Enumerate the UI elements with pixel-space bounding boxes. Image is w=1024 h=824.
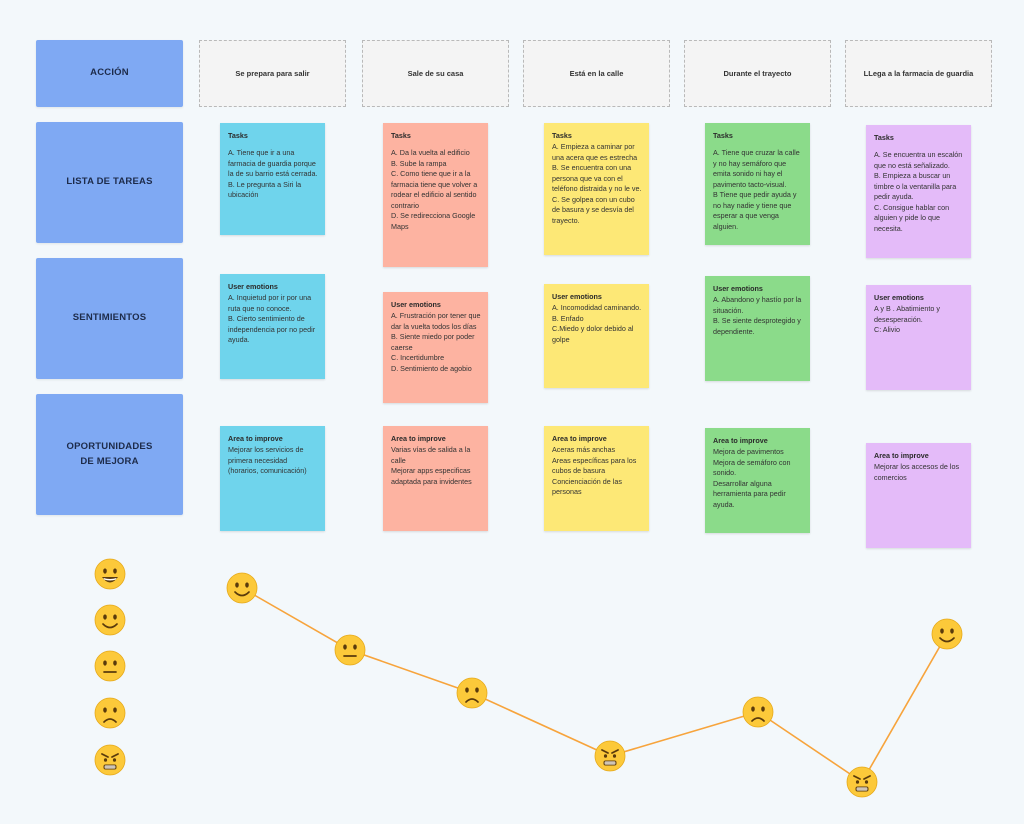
happy-face-icon xyxy=(94,604,126,636)
phase-header-3: Está en la calle xyxy=(523,40,670,107)
sticky-body: A. Frustración por tener que dar la vuel… xyxy=(391,311,481,373)
sticky-body: Aceras más anchas Areas específicas para… xyxy=(552,445,637,497)
sticky-tasks-4: Tasks A. Tiene que cruzar la calle y no … xyxy=(705,123,810,245)
sticky-body: Mejorar los servicios de primera necesid… xyxy=(228,445,307,476)
phase-header-1: Se prepara para salir xyxy=(199,40,346,107)
happy-face-icon xyxy=(931,618,963,650)
phase-header-4: Durante el trayecto xyxy=(684,40,831,107)
emotion-scale xyxy=(94,558,126,776)
sticky-body: A. Abandono y hastío por la situación. B… xyxy=(713,295,802,336)
sticky-body: A. Se encuentra un escalón que no está s… xyxy=(874,150,963,233)
sad-face-icon xyxy=(94,697,126,729)
sticky-body: Mejorar los accesos de los comercios xyxy=(874,462,960,482)
sticky-emotions-2: User emotions A. Frustración por tener q… xyxy=(383,292,488,403)
sticky-body: A. Incomodidad caminando. B. Enfado C.Mi… xyxy=(552,303,642,344)
emotion-journey-line xyxy=(241,587,948,784)
sticky-title: User emotions xyxy=(391,300,441,309)
sticky-title: Tasks xyxy=(391,131,411,140)
row-label-accion: ACCIÓN xyxy=(36,40,183,107)
sticky-emotions-4: User emotions A. Abandono y hastío por l… xyxy=(705,276,810,381)
sticky-body: A. Inquietud por ir por una ruta que no … xyxy=(228,293,316,345)
sticky-title: Tasks xyxy=(552,131,572,140)
angry-face-icon xyxy=(594,740,626,772)
sticky-tasks-1: Tasks A. Tiene que ir a una farmacia de … xyxy=(220,123,325,235)
sticky-tasks-5: Tasks A. Se encuentra un escalón que no … xyxy=(866,125,971,258)
very-happy-face-icon xyxy=(94,558,126,590)
sticky-title: Area to improve xyxy=(713,436,768,445)
row-label-sentimientos: SENTIMIENTOS xyxy=(36,258,183,379)
sticky-emotions-3: User emotions A. Incomodidad caminando. … xyxy=(544,284,649,388)
sticky-title: User emotions xyxy=(874,293,924,302)
sticky-improve-4: Area to improve Mejora de pavimentos Mej… xyxy=(705,428,810,533)
happy-face-icon xyxy=(226,572,258,604)
angry-face-icon xyxy=(94,744,126,776)
sticky-emotions-1: User emotions A. Inquietud por ir por un… xyxy=(220,274,325,379)
sticky-title: Area to improve xyxy=(552,434,607,443)
neutral-face-icon xyxy=(334,634,366,666)
emotion-journey-faces xyxy=(226,572,963,798)
sad-face-icon xyxy=(742,696,774,728)
sticky-improve-3: Area to improve Aceras más anchas Areas … xyxy=(544,426,649,531)
sticky-title: Tasks xyxy=(228,131,248,140)
sticky-body: A. Tiene que cruzar la calle y no hay se… xyxy=(713,148,800,231)
sticky-body: A. Empieza a caminar por una acera que e… xyxy=(552,142,642,225)
sticky-title: Tasks xyxy=(874,133,894,142)
row-label-tareas: LISTA DE TAREAS xyxy=(36,122,183,243)
sticky-improve-1: Area to improve Mejorar los servicios de… xyxy=(220,426,325,531)
sticky-improve-2: Area to improve Varias vías de salida a … xyxy=(383,426,488,531)
angry-face-icon xyxy=(846,766,878,798)
sticky-title: Tasks xyxy=(713,131,733,140)
sticky-body: A y B . Abatimiento y desesperación. C: … xyxy=(874,304,940,335)
row-label-oportunidades: OPORTUNIDADES DE MEJORA xyxy=(36,394,183,515)
neutral-face-icon xyxy=(94,650,126,682)
sticky-title: User emotions xyxy=(713,284,763,293)
sticky-body: Varias vías de salida a la calle Mejorar… xyxy=(391,445,472,486)
sticky-title: User emotions xyxy=(552,292,602,301)
sticky-tasks-2: Tasks A. Da la vuelta al edificio B. Sub… xyxy=(383,123,488,267)
sticky-title: Area to improve xyxy=(874,451,929,460)
sticky-improve-5: Area to improve Mejorar los accesos de l… xyxy=(866,443,971,548)
sticky-tasks-3: Tasks A. Empieza a caminar por una acera… xyxy=(544,123,649,255)
sticky-body: A. Tiene que ir a una farmacia de guardi… xyxy=(228,148,318,200)
phase-header-2: Sale de su casa xyxy=(362,40,509,107)
sticky-body: Mejora de pavimentos Mejora de semáforo … xyxy=(713,447,791,509)
sticky-title: Area to improve xyxy=(391,434,446,443)
phase-header-5: LLega a la farmacia de guardia xyxy=(845,40,992,107)
sticky-title: Area to improve xyxy=(228,434,283,443)
sad-face-icon xyxy=(456,677,488,709)
sticky-emotions-5: User emotions A y B . Abatimiento y dese… xyxy=(866,285,971,390)
sticky-title: User emotions xyxy=(228,282,278,291)
sticky-body: A. Da la vuelta al edificio B. Sube la r… xyxy=(391,148,478,231)
